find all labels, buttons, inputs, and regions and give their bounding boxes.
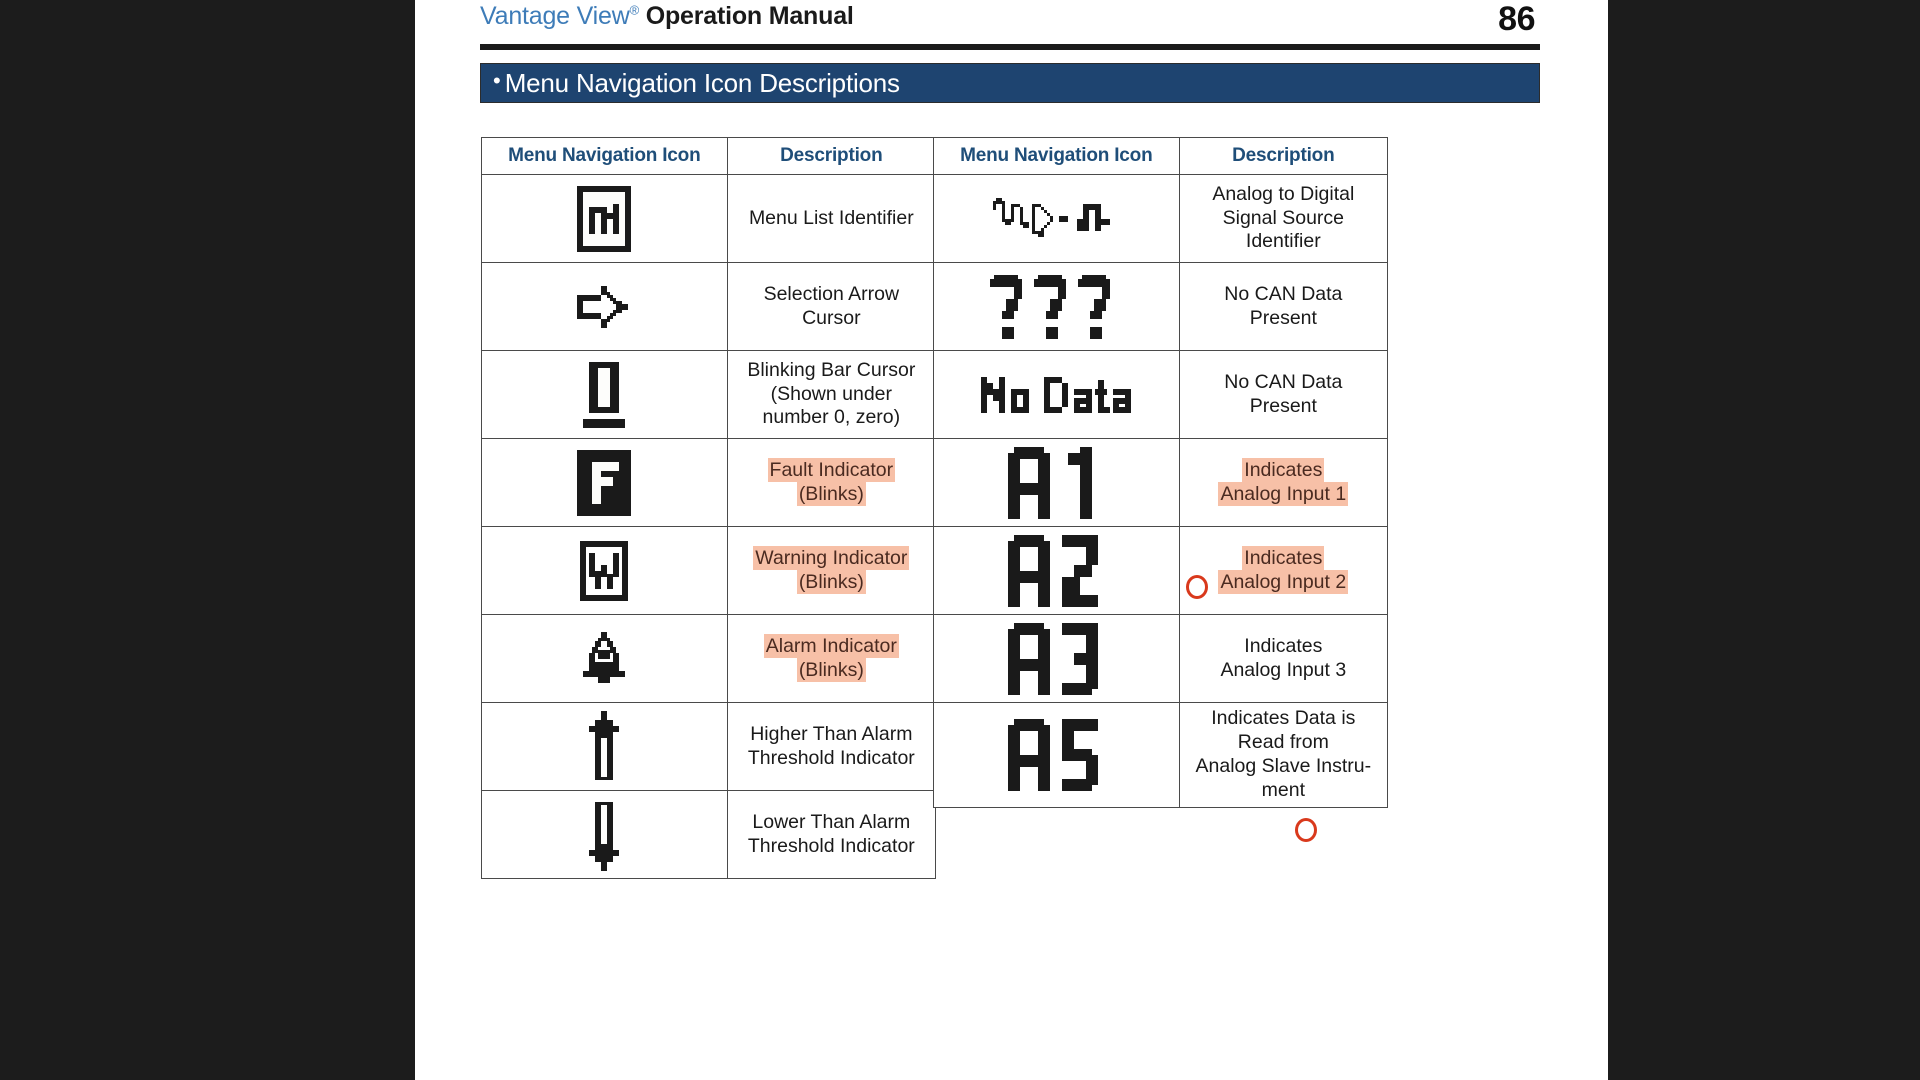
description-cell: Fault Indicator(Blinks): [726, 438, 937, 527]
icon-cell: [933, 702, 1180, 808]
icon-cell: [481, 438, 728, 527]
table-row: Menu List Identifier: [481, 174, 937, 263]
column-header-icon: Menu Navigation Icon: [481, 137, 728, 175]
registered-mark: ®: [629, 2, 640, 18]
description-text-highlighted: Alarm Indicator(Blinks): [763, 633, 899, 682]
fault-indicator-icon: [482, 449, 727, 516]
description-text-highlighted: Warning Indicator(Blinks): [753, 545, 910, 594]
manual-page: Vantage View® Operation Manual 86 • Menu…: [415, 0, 1608, 1080]
icon-cell: [933, 614, 1180, 703]
page-number: 86: [1498, 0, 1535, 38]
analog-slave-icon: [934, 718, 1179, 791]
table-header-row: Menu Navigation Icon Description: [933, 137, 1389, 175]
description-text: Menu List Identifier: [748, 206, 914, 229]
icon-cell: [481, 350, 728, 439]
analog-to-digital-signal-source-icon: [934, 195, 1179, 243]
icon-cell: [481, 702, 728, 791]
icon-cell: [481, 614, 728, 703]
lower-than-alarm-threshold-icon: [482, 799, 727, 871]
section-title: Menu Navigation Icon Descriptions: [504, 67, 900, 98]
table-header-row: Menu Navigation Icon Description: [481, 137, 937, 175]
menu-list-identifier-icon: [482, 185, 727, 252]
description-text-highlighted: Fault Indicator(Blinks): [767, 457, 896, 506]
column-header-description: Description: [1178, 137, 1389, 175]
analog-input-2-icon: [934, 534, 1179, 607]
document-title: Vantage View® Operation Manual: [480, 2, 854, 31]
table-row: Alarm Indicator(Blinks): [481, 614, 937, 703]
column-header-icon: Menu Navigation Icon: [933, 137, 1180, 175]
description-cell: Menu List Identifier: [726, 174, 937, 263]
higher-than-alarm-threshold-icon: [482, 710, 727, 783]
icon-cell: [933, 350, 1180, 439]
alarm-indicator-annotation-circle: [1295, 818, 1317, 842]
question-marks-icon: [934, 271, 1179, 343]
bullet-icon: •: [493, 68, 501, 93]
icon-cell: [481, 174, 728, 263]
description-cell: Alarm Indicator(Blinks): [726, 614, 937, 703]
description-cell: Warning Indicator(Blinks): [726, 526, 937, 615]
selection-arrow-cursor-icon: [482, 277, 727, 337]
page-header: Vantage View® Operation Manual 86: [480, 0, 1540, 46]
table-row: Warning Indicator(Blinks): [481, 526, 937, 615]
no-data-icon: [934, 371, 1179, 419]
icon-cell: [933, 174, 1180, 263]
icon-cell: [481, 790, 728, 879]
header-divider-rule: [480, 44, 1540, 50]
analog-input-3-icon: [934, 622, 1179, 695]
icon-cell: [933, 262, 1180, 351]
alarm-indicator-icon: [482, 629, 727, 689]
column-header-description: Description: [726, 137, 937, 175]
table-row: Fault Indicator(Blinks): [481, 438, 937, 527]
section-banner: • Menu Navigation Icon Descriptions: [480, 63, 1540, 103]
brand-name: Vantage View: [480, 2, 630, 30]
analog-input-1-icon: [934, 446, 1179, 519]
icon-cell: [481, 526, 728, 615]
icon-cell: [933, 526, 1180, 615]
nav-icon-table-right: Menu Navigation Icon Description: [933, 137, 1389, 808]
warning-indicator-icon: [482, 538, 727, 604]
blinking-bar-cursor-icon: [482, 359, 727, 431]
nav-icon-table-left: Menu Navigation Icon Description: [481, 137, 937, 879]
document-subtitle: Operation Manual: [645, 2, 854, 30]
icon-cell: [481, 262, 728, 351]
icon-cell: [933, 438, 1180, 527]
